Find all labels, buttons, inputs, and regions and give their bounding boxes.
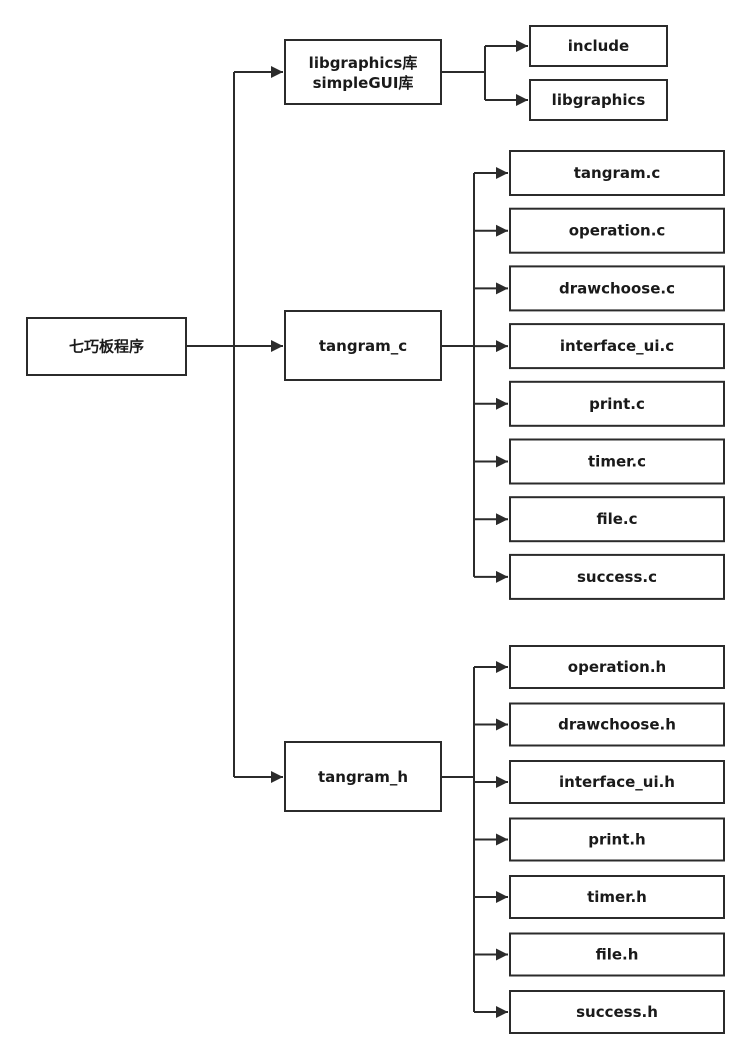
node-operation-c-label: operation.c — [569, 222, 666, 240]
node-print-c-label: print.c — [589, 395, 645, 413]
connectors — [186, 40, 528, 1018]
node-interface-ui-h-label: interface_ui.h — [559, 773, 675, 791]
node-file-h-label: file.h — [596, 946, 639, 964]
node-lib-label-line2: simpleGUI库 — [313, 74, 414, 92]
node-drawchoose-h: drawchoose.h — [509, 702, 725, 747]
node-root: 七巧板程序 — [26, 317, 187, 376]
node-tangram-c-label: tangram.c — [574, 164, 660, 182]
edge-lib-bus — [441, 46, 486, 100]
node-print-h: print.h — [509, 817, 725, 862]
node-tangram-c-label: tangram_c — [319, 337, 407, 355]
node-drawchoose-h-label: drawchoose.h — [558, 716, 676, 734]
edge-root-trunk — [186, 72, 235, 777]
node-file-h: file.h — [509, 932, 725, 977]
node-tangram-c: tangram.c — [509, 150, 725, 196]
edge-tangram-h-bus — [441, 667, 475, 1012]
node-tangram-h-label: tangram_h — [318, 768, 408, 786]
node-lib-label-line1: libgraphics库 — [309, 54, 418, 72]
leaf-nodes: include libgraphics tangram.c operation.c dr… — [509, 25, 725, 1034]
node-drawchoose-c: drawchoose.c — [509, 265, 725, 312]
node-root-label: 七巧板程序 — [69, 338, 144, 356]
edge-tangram-c-bus — [441, 173, 475, 577]
node-drawchoose-c-label: drawchoose.c — [559, 279, 675, 297]
node-interface-ui-h: interface_ui.h — [509, 760, 725, 804]
node-success-h-label: success.h — [576, 1003, 658, 1021]
node-timer-h-label: timer.h — [587, 888, 647, 906]
node-interface-ui-c: interface_ui.c — [509, 323, 725, 370]
node-tangram-h: tangram_h — [284, 741, 442, 812]
node-tangram-c: tangram_c — [284, 310, 442, 381]
node-operation-h: operation.h — [509, 645, 725, 689]
node-libgraphics: libgraphics — [529, 79, 668, 121]
node-timer-c: timer.c — [509, 438, 725, 485]
node-success-h: success.h — [509, 990, 725, 1034]
node-timer-c-label: timer.c — [588, 453, 646, 471]
node-interface-ui-c-label: interface_ui.c — [560, 337, 674, 355]
node-success-c: success.c — [509, 553, 725, 600]
node-operation-h-label: operation.h — [568, 658, 666, 676]
node-success-c-label: success.c — [577, 568, 657, 586]
node-libgraphics-label: libgraphics — [552, 91, 646, 109]
node-print-c: print.c — [509, 380, 725, 427]
node-file-c-label: file.c — [596, 510, 637, 528]
node-file-c: file.c — [509, 496, 725, 543]
node-operation-c: operation.c — [509, 207, 725, 254]
node-include: include — [529, 25, 668, 67]
node-print-h-label: print.h — [588, 831, 646, 849]
node-include-label: include — [568, 37, 629, 55]
node-libgraphics-simplegui: libgraphics库 simpleGUI库 — [284, 39, 442, 105]
node-timer-h: timer.h — [509, 875, 725, 919]
